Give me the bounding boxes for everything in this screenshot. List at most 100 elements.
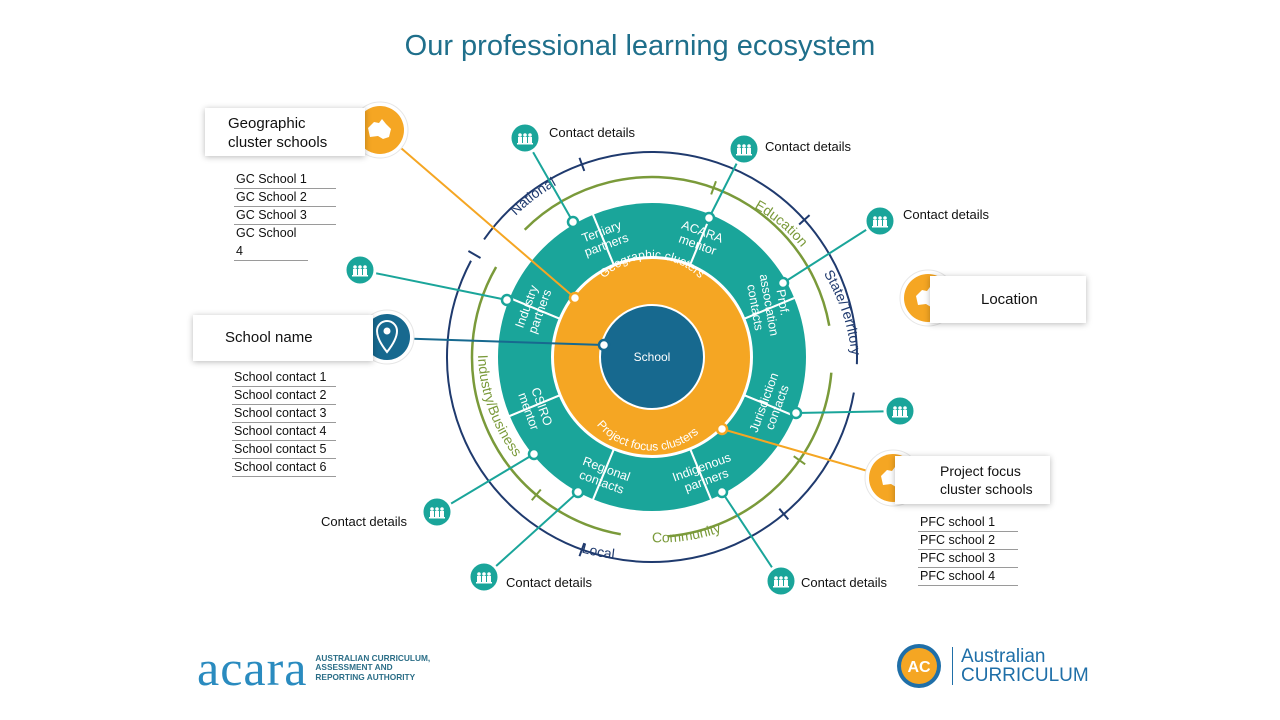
school-contact-item[interactable]: School contact 3 bbox=[232, 404, 336, 423]
gc-school-item[interactable]: GC School 2 bbox=[234, 188, 336, 207]
school-contact-item[interactable]: School contact 1 bbox=[232, 368, 336, 387]
people-icon-head bbox=[742, 144, 746, 148]
contact-details-label[interactable]: Contact details bbox=[801, 575, 887, 590]
acara-logo: acara AUSTRALIAN CURRICULUM, ASSESSMENT … bbox=[197, 643, 430, 693]
ring-tick bbox=[793, 455, 806, 466]
connector-dot bbox=[776, 276, 790, 290]
school-contact-item[interactable]: School contact 5 bbox=[232, 440, 336, 459]
connector-dot bbox=[500, 293, 514, 307]
people-icon-head bbox=[883, 216, 887, 220]
gc-school-item[interactable]: GC School 3 bbox=[234, 206, 336, 225]
australian-curriculum-logo: AC Australian CURRICULUM bbox=[896, 643, 1089, 689]
people-icon-head bbox=[430, 507, 434, 511]
people-icon-body bbox=[363, 269, 367, 275]
people-icon-body bbox=[435, 511, 439, 517]
people-icon-head bbox=[440, 507, 444, 511]
school-contact-list: School contact 1 School contact 2 School… bbox=[232, 368, 336, 477]
gc-school-item[interactable]: GC School 4 bbox=[234, 224, 308, 261]
people-icon-body bbox=[353, 269, 357, 275]
people-icon-head bbox=[779, 576, 783, 580]
people-icon-body bbox=[873, 220, 877, 226]
teal-connector bbox=[721, 491, 782, 582]
geographic-cluster-callout: Geographic cluster schools bbox=[205, 108, 365, 156]
people-icon-body bbox=[903, 410, 907, 416]
project-focus-callout: Project focus cluster schools bbox=[895, 456, 1050, 504]
acara-subtitle: AUSTRALIAN CURRICULUM, ASSESSMENT AND RE… bbox=[315, 652, 431, 683]
contact-details-label[interactable]: Contact details bbox=[765, 139, 851, 154]
connector-dot bbox=[571, 485, 585, 499]
people-icon-body bbox=[774, 580, 778, 586]
location-label: Location bbox=[981, 291, 1038, 308]
olive-arc-industry bbox=[470, 266, 621, 536]
people-icon-head bbox=[774, 576, 778, 580]
location-callout: Location bbox=[930, 276, 1086, 323]
people-icon-base bbox=[429, 517, 445, 519]
pfc-school-item[interactable]: PFC school 3 bbox=[918, 549, 1018, 568]
ring-tick bbox=[778, 508, 790, 521]
people-icon-head bbox=[353, 265, 357, 269]
connector-dot bbox=[789, 406, 803, 420]
connector-dot bbox=[715, 485, 729, 499]
people-icon-head bbox=[435, 507, 439, 511]
people-icon-body bbox=[747, 148, 751, 154]
people-icon-body bbox=[893, 410, 897, 416]
people-icon-body bbox=[487, 576, 491, 582]
connector-dot bbox=[566, 215, 580, 229]
people-icon-base bbox=[773, 586, 789, 588]
people-icon-head bbox=[363, 265, 367, 269]
school-contact-item[interactable]: School contact 6 bbox=[232, 458, 336, 477]
people-icon-head bbox=[737, 144, 741, 148]
ring-tick bbox=[578, 542, 586, 557]
gc-school-list: GC School 1 GC School 2 GC School 3 GC S… bbox=[234, 170, 336, 261]
people-icon-head bbox=[523, 133, 527, 137]
pfc-school-list: PFC school 1 PFC school 2 PFC school 3 P… bbox=[918, 513, 1018, 586]
location-pin-dot bbox=[383, 327, 391, 335]
geographic-cluster-line2: cluster schools bbox=[228, 134, 328, 151]
people-icon-head bbox=[878, 216, 882, 220]
ac-mark-icon: AC bbox=[897, 644, 941, 688]
page-title: Our professional learning ecosystem bbox=[404, 30, 876, 62]
people-icon-body bbox=[779, 580, 783, 586]
australia-shape bbox=[368, 119, 391, 139]
olive-arc-community bbox=[667, 372, 833, 538]
people-icon-head bbox=[873, 216, 877, 220]
people-icon-body bbox=[430, 511, 434, 517]
contact-details-label[interactable]: Contact details bbox=[506, 575, 592, 590]
people-icon-body bbox=[358, 269, 362, 275]
people-icon-body bbox=[784, 580, 788, 586]
people-icon-body bbox=[440, 511, 444, 517]
project-focus-line1: Project focus bbox=[940, 463, 1021, 479]
people-icon-base bbox=[736, 154, 752, 156]
ring-tick bbox=[710, 180, 717, 195]
contact-details-label[interactable]: Contact details bbox=[903, 207, 989, 222]
people-icon-head bbox=[747, 144, 751, 148]
olive-arc-education bbox=[523, 175, 831, 326]
ring-tick bbox=[578, 157, 586, 172]
pfc-school-item[interactable]: PFC school 1 bbox=[918, 513, 1018, 532]
teal-connector bbox=[483, 491, 579, 578]
gc-school-item[interactable]: GC School 1 bbox=[234, 170, 336, 189]
location-pin-shape bbox=[375, 320, 399, 354]
school-contact-item[interactable]: School contact 2 bbox=[232, 386, 336, 405]
acara-sub-line: AUSTRALIAN CURRICULUM, bbox=[315, 652, 431, 663]
pfc-school-item[interactable]: PFC school 4 bbox=[918, 567, 1018, 586]
ac-word-line: CURRICULUM bbox=[961, 665, 1089, 686]
teal-connector bbox=[795, 410, 901, 414]
people-icon-body bbox=[737, 148, 741, 154]
people-icon-head bbox=[482, 572, 486, 576]
people-icon-body bbox=[742, 148, 746, 154]
contact-details-label[interactable]: Contact details bbox=[549, 125, 635, 140]
school-contact-item[interactable]: School contact 4 bbox=[232, 422, 336, 441]
connector-dot bbox=[527, 447, 541, 461]
ring-tick bbox=[798, 214, 811, 226]
teal-connector bbox=[782, 220, 881, 284]
orange-connector bbox=[721, 428, 893, 479]
pfc-school-item[interactable]: PFC school 2 bbox=[918, 531, 1018, 550]
local-label: Local bbox=[580, 540, 615, 562]
people-icon-body bbox=[883, 220, 887, 226]
school-connector bbox=[389, 337, 605, 346]
contact-details-label[interactable]: Contact details bbox=[321, 514, 407, 529]
people-icon-body bbox=[898, 410, 902, 416]
teal-connector bbox=[359, 269, 508, 301]
